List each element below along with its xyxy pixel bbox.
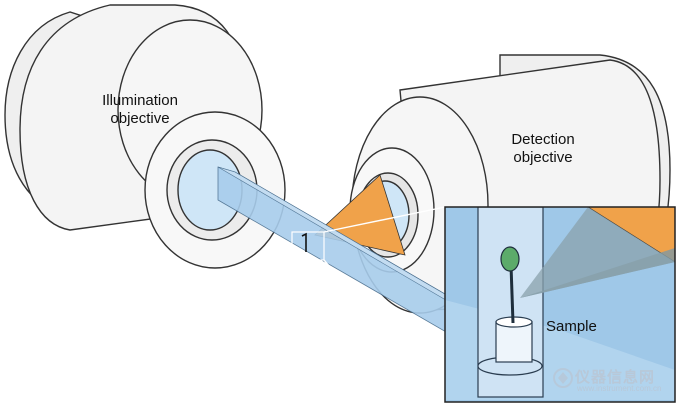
illumination-label-line1: Illumination: [102, 92, 178, 109]
watermark-cn: 仪器信息网: [575, 369, 656, 386]
zoom-line-bottom: [323, 259, 446, 403]
inset-gray-cone: [520, 207, 675, 298]
illumination-label-line2: objective: [110, 110, 170, 127]
zebrafish-sample-icon: [301, 232, 307, 252]
inset-sample-cup: [495, 321, 533, 363]
sample-inset: [444, 206, 676, 403]
illumination-objective: [4, 4, 286, 269]
detection-label-line1: Detection: [511, 131, 575, 148]
inset-sample-head: [500, 246, 520, 272]
inset-border: [444, 206, 676, 403]
sample-label: Sample: [546, 318, 597, 335]
zoom-line-top: [323, 206, 446, 233]
sample-marker-box: [291, 231, 325, 261]
detection-objective-label: Detection objective: [493, 131, 593, 167]
illumination-objective-label: Illumination objective: [85, 92, 195, 128]
inset-sample-stalk: [509, 264, 515, 324]
watermark-en: www.instrument.com.cn: [577, 384, 662, 393]
watermark-logo-icon: [553, 368, 573, 388]
detection-label-line2: objective: [513, 149, 573, 166]
